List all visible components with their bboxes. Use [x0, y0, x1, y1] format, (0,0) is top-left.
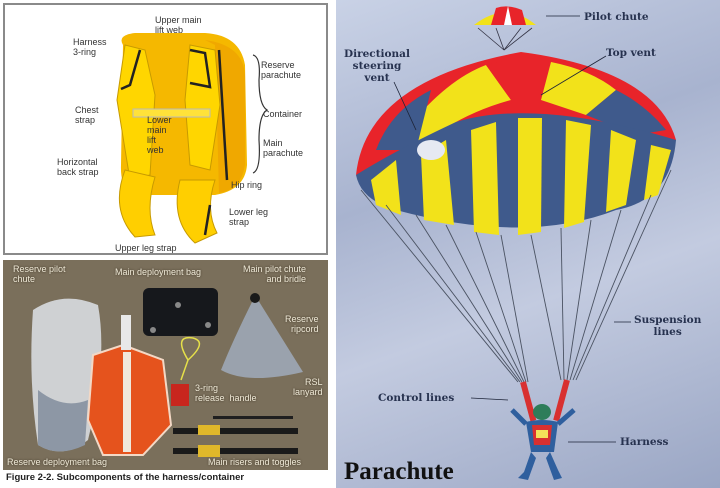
label-reserve-deployment-bag: Reserve deployment bag: [7, 457, 108, 467]
label-pilot-chute: Pilot chute: [584, 11, 649, 23]
label-main-deployment-bag: Main deployment bag: [115, 267, 202, 277]
label-main-parachute: Main parachute: [263, 138, 304, 158]
label-directional-steering-vent: Directional steering vent: [344, 48, 410, 84]
label-container: Container: [263, 109, 303, 119]
harness-illustration: [116, 33, 269, 244]
label-suspension-lines: Suspension lines: [634, 314, 702, 338]
label-harness: Harness: [620, 436, 669, 448]
label-horizontal-back-strap: Horizontal back strap: [57, 157, 99, 177]
label-harness-3ring: Harness 3-ring: [73, 37, 107, 57]
parachute-illustration: Pilot chute Top vent Directional steerin…: [336, 0, 720, 488]
label-hip-ring: Hip ring: [231, 180, 263, 190]
label-chest-strap: Chest strap: [75, 105, 99, 125]
label-lower-leg-strap: Lower leg strap: [229, 207, 269, 227]
parachute-title: Parachute: [344, 458, 454, 485]
label-lower-main-lift-web: Lower main lift web: [147, 115, 172, 155]
label-reserve-pilot-chute: Reserve pilot chute: [13, 264, 66, 284]
components-photo-illustration: [3, 260, 328, 470]
label-main-risers-toggles: Main risers and toggles: [208, 457, 302, 467]
label-rsl-lanyard: RSL lanyard: [293, 377, 323, 397]
label-control-lines: Control lines: [378, 392, 455, 404]
label-top-vent: Top vent: [606, 47, 656, 59]
harness-container-figure: Harness 3-ring Upper main lift web Reser…: [0, 0, 330, 488]
label-reserve-parachute: Reserve parachute: [261, 60, 302, 80]
label-main-pilot-chute-bridle: Main pilot chute and bridle: [243, 264, 307, 284]
parachute-drawing: [356, 6, 676, 480]
label-3ring-release-handle: 3-ring release handle: [195, 383, 257, 403]
components-photo: Reserve pilot chute Main deployment bag …: [3, 260, 328, 470]
label-reserve-ripcord: Reserve ripcord: [285, 314, 319, 334]
label-upper-main-lift-web: Upper main lift web: [155, 15, 202, 35]
figure-caption: Figure 2-2. Subcomponents of the harness…: [6, 472, 245, 483]
harness-diagram: Harness 3-ring Upper main lift web Reser…: [3, 3, 328, 255]
label-upper-leg-strap: Upper leg strap: [115, 243, 177, 253]
